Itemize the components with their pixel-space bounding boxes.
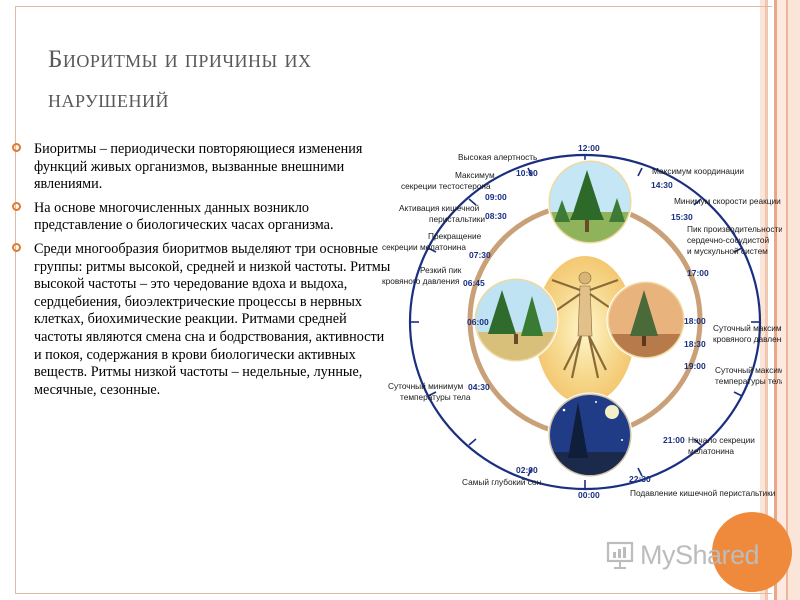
label-melatonin-stop-1: Прекращение — [428, 231, 482, 241]
bullet-text: На основе многочисленных данных возникло… — [34, 199, 334, 234]
landscape-evening — [606, 280, 686, 360]
time-1700: 17:00 — [687, 268, 709, 278]
label-performance-1: Пик производительности — [687, 224, 782, 234]
label-performance-3: и мускульной систем — [687, 246, 768, 256]
frame-border-left — [15, 6, 16, 594]
label-deep-sleep: Самый глубокий сон — [462, 477, 541, 487]
bullet-item: На основе многочисленных данных возникло… — [12, 200, 394, 235]
time-0600: 06:00 — [467, 317, 489, 327]
biological-clock-diagram: 12:00 10:00 09:00 08:30 07:30 06:45 06:0… — [382, 143, 782, 500]
label-testosterone-2: секреции тестостерона — [401, 181, 491, 191]
label-bp-max-2: кровяного давления — [713, 334, 782, 344]
label-temp-min-2: температуры тела — [400, 392, 471, 402]
landscape-morning — [547, 159, 633, 245]
label-testosterone-1: Максимум — [455, 170, 495, 180]
label-bp-max-1: Суточный максимум — [713, 323, 782, 333]
time-0900: 09:00 — [485, 192, 507, 202]
event-labels: Высокая алертность Максимум секреции тес… — [382, 152, 782, 498]
bullet-list: Биоритмы – периодически повторяющиеся из… — [12, 141, 394, 405]
time-0830: 08:30 — [485, 211, 507, 221]
bullet-item: Среди многообразия биоритмов выделяют тр… — [12, 241, 394, 399]
label-intestine-stop: Подавление кишечной перистальтики — [630, 488, 776, 498]
frame-border-bottom — [15, 593, 772, 594]
label-melatonin-stop-2: секреции мелатонина — [382, 242, 466, 252]
slide-title-line-2: нарушений — [48, 86, 169, 113]
time-1830: 18:30 — [684, 339, 706, 349]
frame-border-top — [15, 6, 772, 7]
bullet-circle-icon — [12, 201, 21, 211]
bullet-text: Среди многообразия биоритмов выделяют тр… — [34, 240, 391, 398]
clock-ticks — [410, 155, 760, 489]
time-0730: 07:30 — [469, 250, 491, 260]
bullet-item: Биоритмы – периодически повторяющиеся из… — [12, 141, 394, 194]
label-temp-min-1: Суточный минимум — [388, 381, 463, 391]
time-1200: 12:00 — [578, 143, 600, 153]
time-1800: 18:00 — [684, 316, 706, 326]
presentation-icon — [606, 541, 634, 569]
label-temp-max-1: Суточный максимум — [715, 365, 782, 375]
time-1430: 14:30 — [651, 180, 673, 190]
label-performance-2: сердечно-сосудистой — [687, 235, 769, 245]
decorative-stripes — [760, 0, 800, 600]
time-0645: 06:45 — [463, 278, 485, 288]
label-intestine-1: Активация кишечной — [399, 203, 480, 213]
label-intestine-2: перистальтики — [429, 214, 485, 224]
logo-text: MyShared — [640, 539, 760, 570]
label-reaction-min: Минимум скорости реакции — [674, 196, 781, 206]
label-melatonin-start-2: мелатонина — [688, 446, 734, 456]
time-1000: 10:00 — [516, 168, 538, 178]
time-0000: 00:00 — [578, 490, 600, 500]
label-temp-max-2: температуры тела — [715, 376, 782, 386]
slide-title-line-1: Биоритмы и причины их — [48, 46, 312, 73]
time-2230: 22:30 — [629, 474, 651, 484]
bullet-circle-icon — [12, 242, 21, 252]
bullet-circle-icon — [12, 143, 21, 152]
landscape-night — [547, 392, 633, 478]
label-bp-peak-2: кровяного давления — [382, 276, 459, 286]
decorative-orange-circle — [712, 512, 792, 592]
label-bp-peak-1: Резкий пик — [420, 265, 462, 275]
myshared-logo: MyShared — [606, 536, 760, 574]
bullet-text: Биоритмы – периодически повторяющиеся из… — [34, 141, 363, 193]
label-coordination-max: Максимум координации — [652, 166, 744, 176]
time-0430: 04:30 — [468, 382, 490, 392]
time-2100: 21:00 — [663, 435, 685, 445]
label-melatonin-start-1: Начало секреции — [688, 435, 755, 445]
time-0200: 02:00 — [516, 465, 538, 475]
label-high-alert: Высокая алертность — [458, 152, 537, 162]
time-1900: 19:00 — [684, 361, 706, 371]
slide-title: Биоритмы и причины их нарушений — [48, 40, 528, 120]
time-labels: 12:00 10:00 09:00 08:30 07:30 06:45 06:0… — [463, 143, 709, 500]
time-1530: 15:30 — [671, 212, 693, 222]
vitruvian-figure — [535, 256, 635, 404]
